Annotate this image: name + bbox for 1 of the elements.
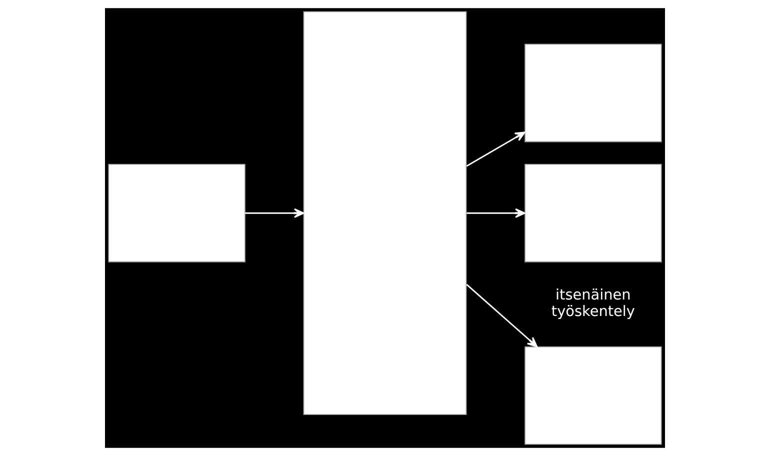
label: itsenäinen työskentely xyxy=(551,288,635,320)
